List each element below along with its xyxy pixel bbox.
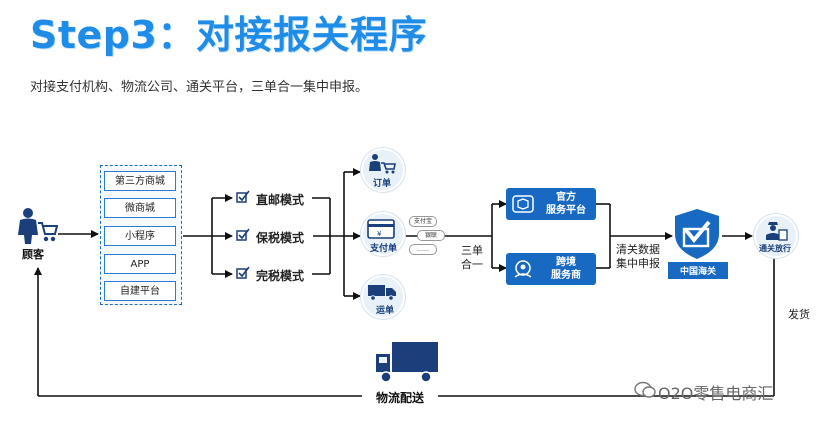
official-platform-box: 官方服务平台 — [506, 188, 596, 220]
platform-micro-mall: 微商城 — [104, 198, 176, 218]
platform-app: APP — [104, 254, 176, 274]
platform-self-built: 自建平台 — [104, 281, 176, 301]
customs-label: 中国海关 — [679, 267, 716, 277]
wechat-icon — [634, 381, 656, 398]
order-icon — [369, 154, 396, 174]
truck-icon — [368, 285, 396, 301]
order-label: 订单 — [373, 179, 392, 189]
merge-label-line1: 三单 — [461, 244, 483, 257]
release-label: 通关放行 — [759, 244, 791, 253]
checkbox-icon — [236, 190, 250, 203]
service-icon — [514, 260, 532, 278]
cross-border-line1: 跨境 — [556, 257, 576, 268]
customs-label-box — [668, 262, 728, 279]
payment-label: 支付单 — [370, 244, 398, 254]
shipping-node — [361, 275, 405, 319]
mode-direct-mail: 直邮模式 — [256, 193, 305, 207]
customer-icon — [18, 208, 58, 244]
platform-icon — [512, 195, 534, 213]
cross-border-line2: 服务商 — [551, 270, 581, 281]
page-subtitle: 对接支付机构、物流公司、通关平台，三单合一集中申报。 — [30, 80, 369, 95]
checkbox-icon — [236, 228, 250, 241]
payment-card-icon: ¥ — [367, 219, 395, 239]
official-platform-line2: 服务平台 — [546, 205, 586, 216]
logistics-label: 物流配送 — [376, 391, 425, 405]
declare-label-line2: 集中申报 — [616, 257, 660, 270]
page-title: Step3：对接报关程序 — [30, 13, 427, 57]
checkbox-icon — [236, 266, 250, 279]
official-platform-line1: 官方 — [556, 192, 576, 203]
customs-shield-icon — [675, 209, 719, 259]
release-officer-icon — [766, 222, 788, 241]
payment-unionpay-tag: 银联 — [417, 230, 445, 241]
declare-label-line1: 清关数据 — [616, 243, 660, 256]
watermark-text: O2O零售电商汇 — [658, 384, 774, 403]
customer-label: 顾客 — [22, 248, 44, 261]
ship-label: 发货 — [788, 308, 810, 321]
cross-border-box: 跨境服务商 — [506, 253, 596, 285]
platform-third-party-mall: 第三方商城 — [104, 171, 176, 191]
payment-alipay-tag: 支付宝 — [409, 216, 437, 227]
logistics-truck-icon — [376, 342, 438, 383]
shipping-label: 运单 — [376, 306, 395, 316]
mode-bonded: 保税模式 — [256, 231, 305, 245]
mode-duty-paid: 完税模式 — [256, 269, 305, 283]
order-node — [361, 148, 405, 192]
svg-text:¥: ¥ — [377, 230, 382, 238]
platform-mini-program: 小程序 — [104, 226, 176, 246]
payment-more-tag: …… — [409, 244, 437, 255]
merge-label-line2: 合一 — [461, 258, 483, 271]
